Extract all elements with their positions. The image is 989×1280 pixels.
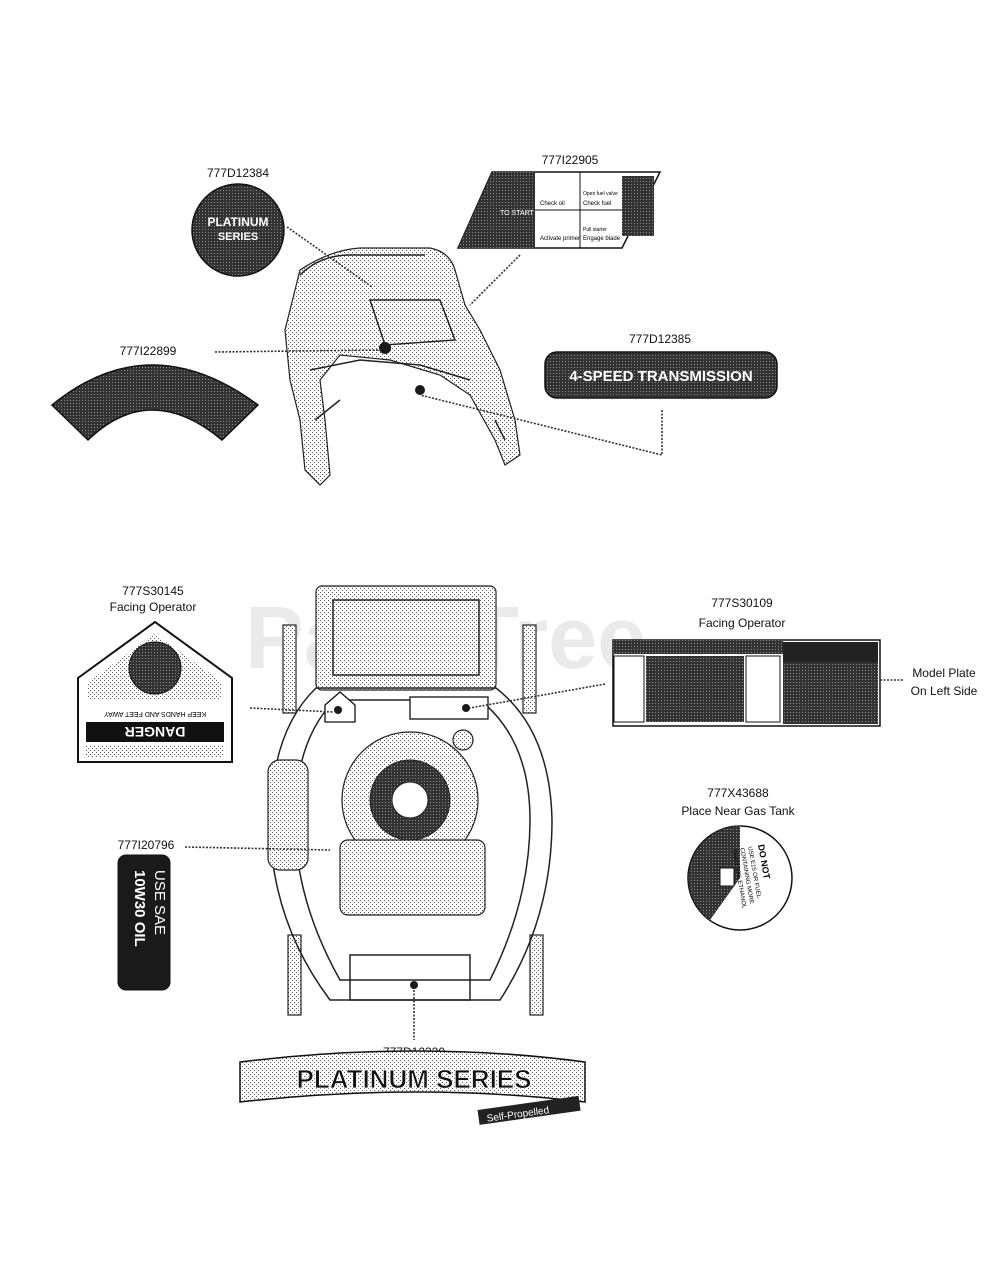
leader-777i22899	[214, 349, 381, 353]
danger-word: DANGER	[125, 724, 186, 740]
leader-777s30145	[249, 707, 335, 713]
control-start-text: TO START	[500, 210, 535, 217]
oil-line1: USE SAE	[151, 870, 168, 935]
leader-777i22905	[469, 254, 521, 306]
oil-label-decal: USE SAE 10W30 OIL	[117, 854, 171, 991]
leader-777i20796	[184, 846, 331, 851]
platinum-series-badge: PLATINUM SERIES	[191, 183, 285, 277]
callout-777d12385: 777D12385	[629, 332, 691, 346]
callout-777x43688: 777X43688	[707, 786, 769, 800]
control-step1: Check oil	[540, 201, 565, 207]
callout-777d12384: 777D12384	[207, 166, 269, 180]
transmission-decal: 4-SPEED TRANSMISSION	[544, 351, 778, 399]
arc-decal	[50, 364, 260, 442]
control-panel-decal: TO START Check oil Check fuel Open fuel …	[456, 171, 662, 249]
mower-deck	[267, 585, 553, 1016]
control-step6: Pull starter	[583, 227, 607, 233]
platinum-badge-line1: PLATINUM	[207, 215, 268, 229]
control-step2: Check fuel	[583, 201, 611, 207]
platinum-series-bottom-decal: PLATINUM SERIES Self-Propelled	[239, 1050, 586, 1125]
control-step3: Open fuel valve	[583, 191, 618, 197]
control-step4: Activate primer	[540, 236, 580, 242]
callout-777i20796: 777I20796	[118, 838, 175, 852]
oil-line2: 10W30 OIL	[131, 870, 148, 947]
callout-777x43688-note: Place Near Gas Tank	[681, 804, 795, 818]
leader-777s30109	[469, 683, 606, 709]
callout-777s30145: 777S30145	[122, 584, 184, 598]
warning-panel-decal	[612, 639, 881, 727]
gas-label-decal: DO NOT USE E15 OR FUEL CONTAINING MORE T…	[687, 825, 793, 931]
model-plate-line1: Model Plate	[912, 666, 976, 680]
platinum-badge-line2: SERIES	[218, 231, 258, 243]
callout-777s30145-note: Facing Operator	[110, 600, 197, 614]
danger-sub-text: KEEP HANDS AND FEET AWAY	[104, 710, 207, 717]
transmission-text: 4-SPEED TRANSMISSION	[569, 368, 752, 385]
danger-hands-decal: KEEP HANDS AND FEET AWAY DANGER	[77, 620, 233, 763]
callout-777i22899: 777I22899	[120, 344, 177, 358]
control-step5: Engage blade	[583, 236, 621, 242]
callout-777s30109: 777S30109	[711, 596, 773, 610]
callout-777i22905: 777I22905	[542, 153, 599, 167]
callout-777s30109-note: Facing Operator	[699, 616, 786, 630]
handle-assembly	[284, 247, 521, 486]
model-plate-line2: On Left Side	[911, 684, 978, 698]
bottom-decal-line1: PLATINUM SERIES	[297, 1064, 532, 1094]
leader-777d12385	[419, 394, 663, 457]
